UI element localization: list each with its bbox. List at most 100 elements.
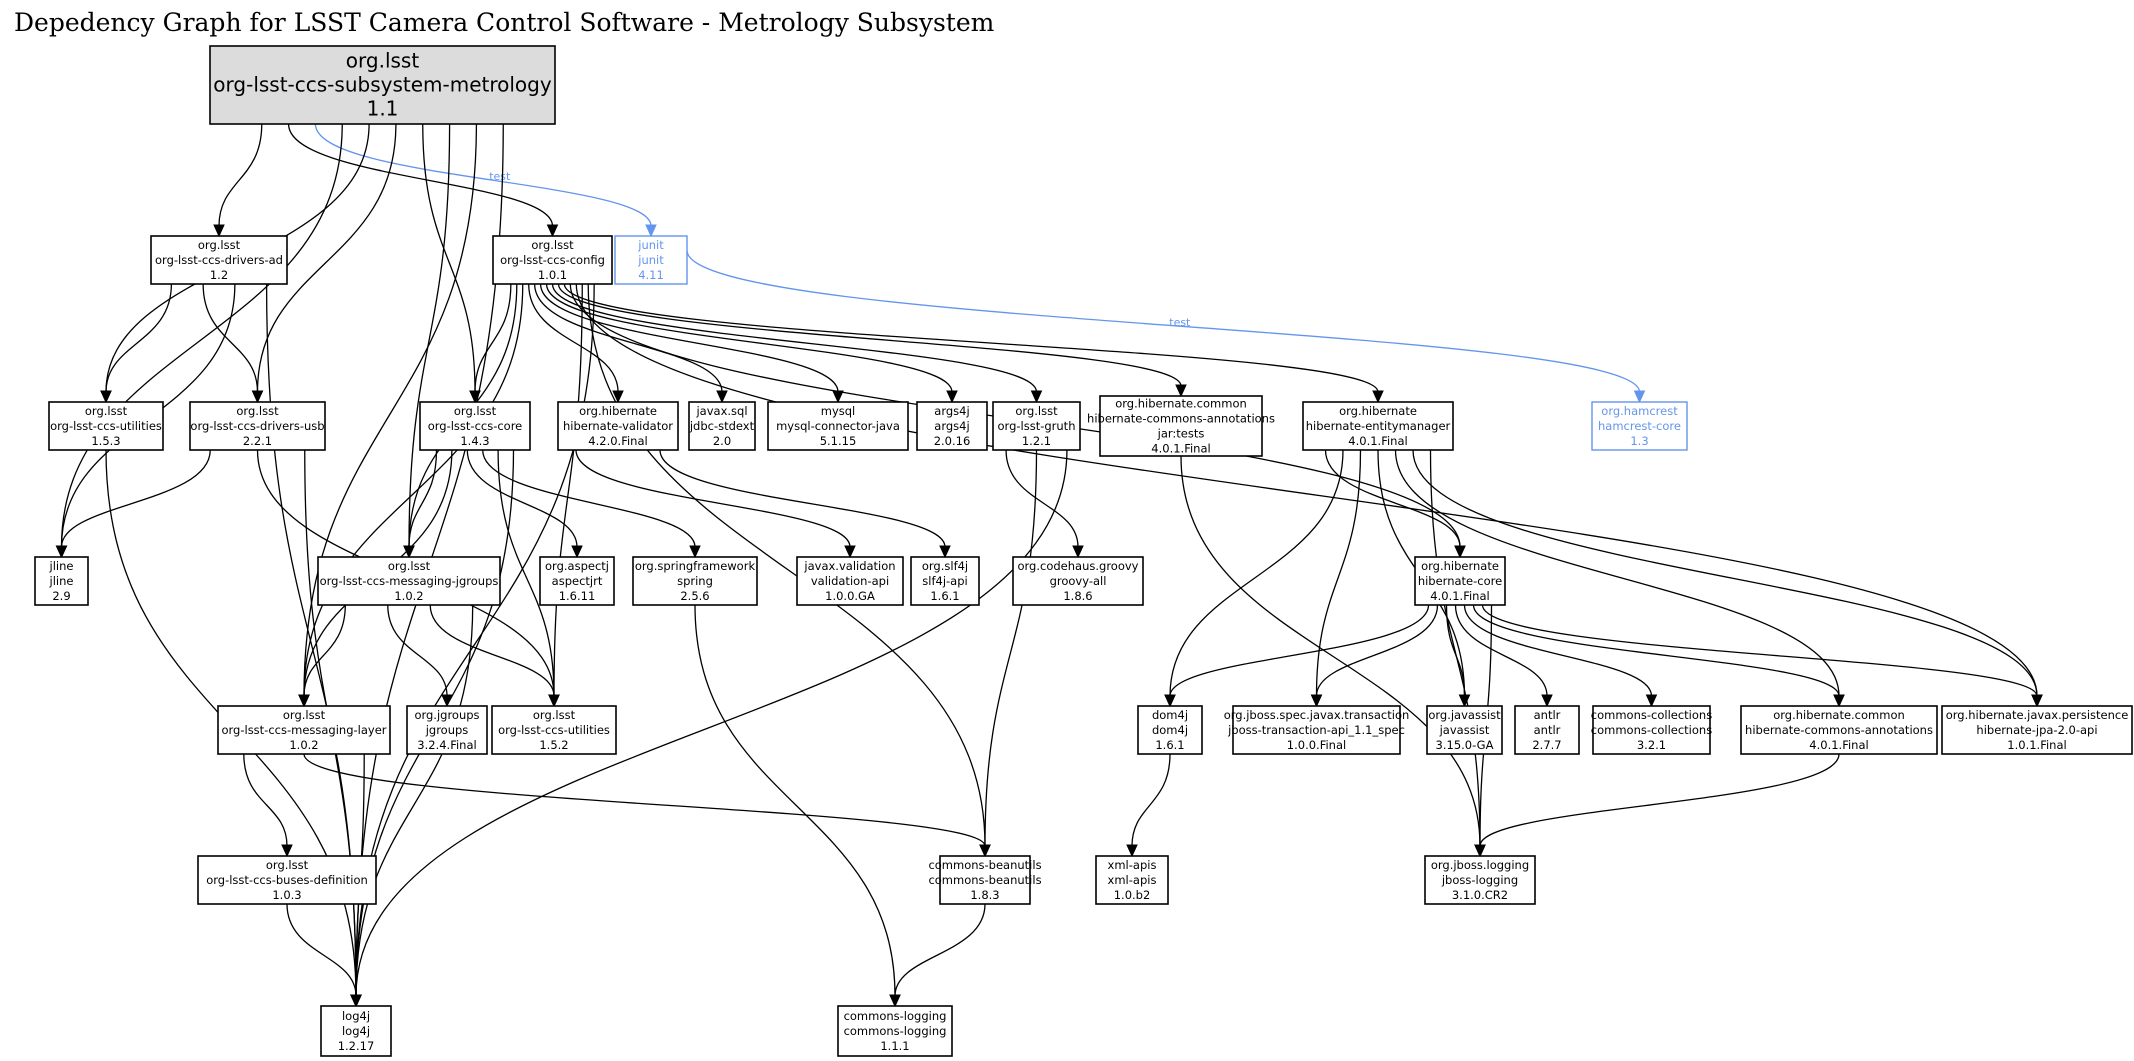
node-group: org.jgroups [414, 708, 479, 722]
node-box [320, 1005, 392, 1057]
node-version: 1.2.1 [1022, 434, 1051, 448]
node-artifact: commons-logging [844, 1024, 947, 1038]
node-box [632, 556, 758, 606]
edge-hib-core-to-jpa [1481, 604, 2043, 708]
node-entitymanager[interactable]: org.hibernatehibernate-entitymanager4.0.… [1302, 401, 1454, 451]
node-hca-tests[interactable]: org.hibernate.commonhibernate-commons-an… [1087, 395, 1275, 457]
arrowhead-icon [441, 694, 453, 708]
node-box [1232, 705, 1401, 755]
arrowhead-icon [281, 844, 293, 858]
arrowhead-icon [2031, 694, 2043, 708]
edge-line [575, 283, 2038, 697]
arrowhead-icon [645, 224, 657, 238]
node-buses[interactable]: org.lsstorg-lsst-ccs-buses-definition1.0… [197, 855, 377, 905]
node-version: 1.0.3 [272, 888, 301, 902]
edge-hib-core-to-hca [1472, 604, 1845, 708]
node-box [1592, 705, 1711, 755]
node-artifact: org-lsst-ccs-subsystem-metrology [213, 73, 552, 97]
node-group: org.springframework [635, 559, 756, 573]
edge-line [256, 123, 397, 393]
node-box [796, 556, 904, 606]
node-root[interactable]: org.lsstorg-lsst-ccs-subsystem-metrology… [209, 45, 556, 125]
node-group: org.hibernate [579, 404, 657, 418]
arrowhead-icon [716, 390, 728, 404]
edge-line [60, 449, 211, 548]
node-version: 1.0.0.GA [825, 589, 875, 603]
node-version: 1.1.1 [880, 1039, 909, 1053]
edge-line [575, 449, 851, 548]
node-group: antlr [1534, 708, 1561, 722]
node-msg-layer[interactable]: org.lsstorg-lsst-ccs-messaging-layer1.0.… [217, 705, 391, 755]
node-version: 1.1 [367, 97, 399, 121]
node-jta[interactable]: org.jboss.spec.javax.transactionjboss-tr… [1224, 705, 1410, 755]
edge-entitymanager-to-jpa [1412, 449, 2043, 708]
edge-msg-layer-to-beanutils [303, 753, 991, 858]
edge-label: test [1169, 316, 1191, 329]
edge-beanutils-to-commons-logging [889, 903, 986, 1008]
edge-gruth-to-beanutils [979, 449, 1038, 858]
edge-root-to-core [422, 123, 481, 404]
node-box [910, 556, 980, 606]
node-hca[interactable]: org.hibernate.commonhibernate-commons-an… [1740, 705, 1938, 755]
node-artifact: org-lsst-gruth [998, 419, 1076, 433]
node-collections[interactable]: commons-collectionscommons-collections3.… [1591, 705, 1712, 755]
edge-line [1315, 604, 1439, 697]
edge-line [218, 123, 263, 227]
arrowhead-icon [939, 545, 951, 559]
edge-line [1481, 604, 2038, 697]
edge-config-to-args4j [545, 283, 958, 404]
node-artifact: hibernate-validator [563, 419, 673, 433]
edge-line [1169, 604, 1430, 697]
edge-jgroups-msg-to-msg-layer [298, 604, 346, 708]
edge-config-to-hib-validator [528, 283, 624, 404]
node-jpa[interactable]: org.hibernate.javax.persistencehibernate… [1941, 705, 2133, 755]
edge-config-to-utilities-152 [548, 283, 583, 708]
edge-root-to-jgroups-msg [403, 123, 451, 559]
edge-line [1394, 449, 1840, 697]
node-group: org.lsst [236, 404, 279, 418]
node-version: 4.0.1.Final [1809, 738, 1868, 752]
edge-line [563, 283, 1379, 393]
node-hib-validator[interactable]: org.hibernatehibernate-validator4.2.0.Fi… [557, 401, 679, 451]
node-artifact: validation-api [811, 574, 889, 588]
node-artifact: org-lsst-ccs-drivers-usb [190, 419, 324, 433]
node-group: dom4j [1152, 708, 1188, 722]
node-box [614, 235, 688, 285]
arrowhead-icon [546, 224, 559, 238]
edge-hib-core-to-javassist [1445, 604, 1471, 708]
node-group: org.codehaus.groovy [1018, 559, 1139, 573]
node-jgroups-msg[interactable]: org.lsstorg-lsst-ccs-messaging-jgroups1.… [317, 556, 501, 606]
edge-dom4j-to-xml-apis [1126, 753, 1171, 858]
edge-line [1472, 604, 1840, 697]
node-group: commons-collections [1591, 708, 1712, 722]
node-version: 1.3 [1630, 434, 1648, 448]
